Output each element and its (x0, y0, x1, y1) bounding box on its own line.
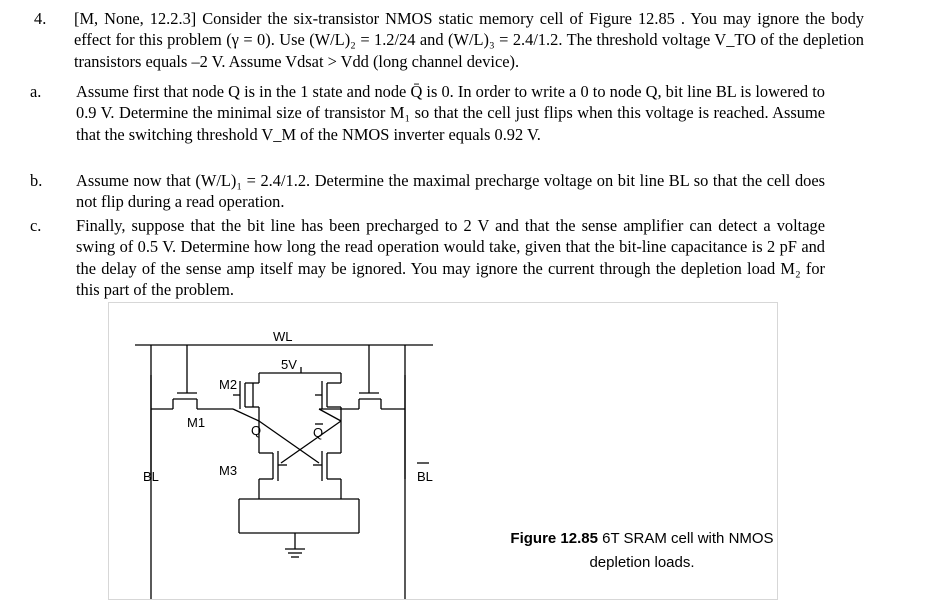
part-c-text: Finally, suppose that the bit line has b… (76, 216, 825, 299)
part-a-label: a. (30, 82, 42, 101)
label-m2: M2 (219, 377, 237, 392)
figure-12-85: WL 5V M2 M1 Q Q M3 BL BL Figure 12.85 6T… (108, 302, 778, 600)
label-m1: M1 (187, 415, 205, 430)
label-vdd: 5V (281, 357, 297, 372)
label-q: Q (251, 423, 261, 438)
part-b-text: Assume now that (W/L)₁ = 2.4/1.2. Determ… (76, 171, 825, 212)
label-qbar: Q (313, 425, 323, 440)
part-a-text: Assume first that node Q is in the 1 sta… (76, 82, 825, 144)
figure-caption: Figure 12.85 6T SRAM cell with NMOS depl… (507, 527, 777, 575)
label-bl: BL (143, 469, 159, 484)
sram-cell-schematic: WL 5V M2 M1 Q Q M3 BL BL (135, 329, 433, 599)
problem-number: 4. (34, 9, 47, 28)
label-wl: WL (273, 329, 293, 344)
label-blbar: BL (417, 469, 433, 484)
label-m3: M3 (219, 463, 237, 478)
part-b-label: b. (30, 171, 43, 190)
problem-intro: [M, None, 12.2.3] Consider the six-trans… (74, 9, 864, 71)
part-c-label: c. (30, 216, 42, 235)
figure-caption-text: 6T SRAM cell with NMOS depletion loads. (589, 530, 774, 571)
figure-caption-number: Figure 12.85 (510, 530, 598, 547)
